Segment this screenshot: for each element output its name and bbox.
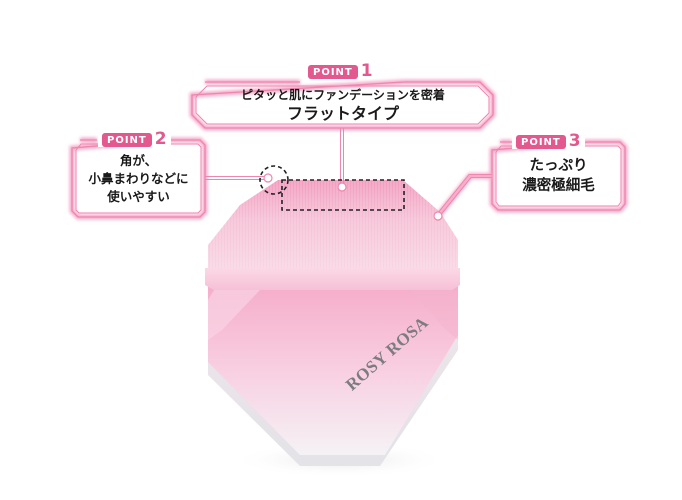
point-1-line-2: フラットタイプ [286, 103, 399, 123]
callout-point-2: 角が、 小鼻まわりなどに 使いやすい [76, 144, 201, 213]
point-2-line-3: 使いやすい [107, 188, 170, 204]
point-3-label: POINT [516, 134, 566, 149]
bristles [208, 180, 458, 270]
point-2-badge: POINT 2 [98, 129, 171, 149]
point-2-number: 2 [154, 129, 167, 149]
brush-handle [205, 268, 460, 466]
point-3-line-2: 濃密極細毛 [522, 178, 595, 194]
point-3-badge: POINT 3 [512, 131, 585, 151]
point-1-label: POINT [308, 64, 358, 79]
point-1-line-1: ピタッと肌にファンデーションを密着 [241, 87, 445, 102]
callout-frames [69, 79, 628, 220]
point-1-badge: POINT 1 [304, 61, 377, 81]
point-3-number: 3 [568, 131, 581, 151]
point-1-number: 1 [360, 61, 373, 81]
point-2-line-2: 小鼻まわりなどに [88, 170, 189, 186]
highlight-markers [259, 165, 405, 211]
flat-top-dashed-rect [281, 179, 405, 211]
callout-point-1: ピタッと肌にファンデーションを密着 フラットタイプ [196, 86, 490, 124]
corner-dashed-circle [259, 165, 289, 195]
point-2-line-1: 角が、 [119, 152, 158, 168]
point-3-line-1: たっぷり [529, 158, 588, 174]
point-2-label: POINT [102, 132, 152, 147]
connector-lines [205, 128, 492, 218]
callout-point-3: たっぷり 濃密極細毛 [496, 146, 621, 206]
connector-dots [263, 173, 443, 221]
